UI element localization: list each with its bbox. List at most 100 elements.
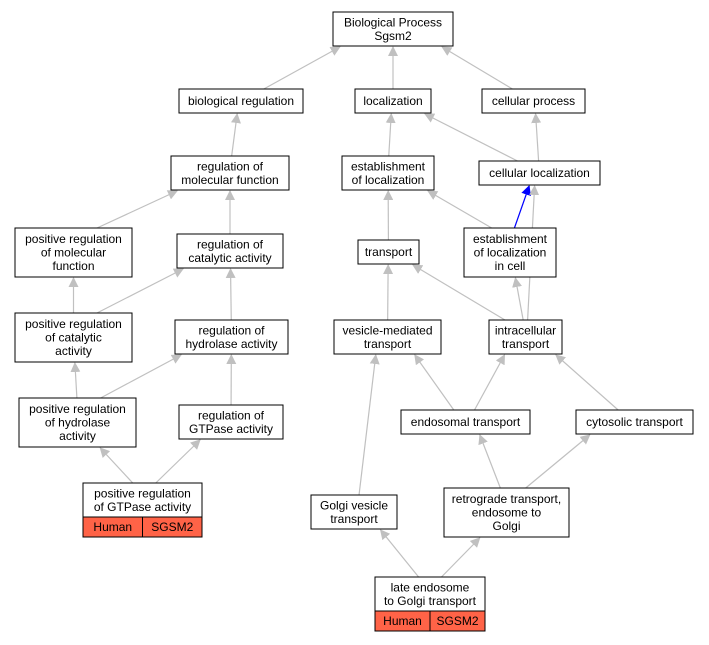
node-box (575, 409, 694, 435)
node-endo[interactable]: endosomal transport (400, 409, 531, 435)
node-box (443, 487, 570, 538)
edge-estloc-to-loc (385, 113, 396, 157)
annotation-cell (142, 516, 203, 538)
edge-posregcat-to-regcat (96, 268, 184, 314)
node-box (174, 319, 289, 355)
node-label-line: Biological Process (344, 15, 442, 29)
node-label-line: transport (502, 337, 550, 351)
node-box (481, 88, 586, 114)
node-loc[interactable]: localization (354, 88, 432, 114)
node-label-line: positive regulation (25, 317, 122, 331)
node-cyto[interactable]: cytosolic transport (575, 409, 694, 435)
edge-reghyd-to-regcat (225, 268, 236, 321)
edge-intracell-to-transport (412, 264, 506, 321)
edge-posreggtp-to-posreghyd (99, 447, 134, 484)
node-box (488, 319, 563, 355)
node-box (14, 312, 133, 363)
edge-estlocincell-to-estloc (427, 190, 493, 229)
node-label-line: transport (364, 337, 412, 351)
node-box (332, 11, 454, 47)
annotation-gene: SGSM2 (151, 520, 193, 534)
node-label-line: regulation of (197, 159, 264, 173)
edge-cellproc-to-bp (441, 46, 513, 90)
node-label-line: of GTPase activity (94, 500, 191, 514)
edge-cellloc-to-loc (424, 113, 518, 162)
edge-posreghyd-to-posregcat (70, 362, 81, 399)
edge-posregmol-to-regmol (96, 190, 178, 229)
node-label-line: hydrolase activity (185, 337, 277, 351)
edges-layer (68, 46, 619, 578)
node-box (176, 233, 284, 269)
node-label-line: cytosolic transport (586, 415, 683, 429)
node-box (333, 319, 442, 355)
node-label-line: regulation of (198, 408, 265, 422)
node-cellproc[interactable]: cellular process (481, 88, 586, 114)
edge-posreghyd-to-reghyd (100, 354, 182, 399)
node-label-line: endosome to (472, 506, 542, 520)
node-label-line: regulation of (198, 323, 265, 337)
annotation-gene: SGSM2 (436, 614, 478, 628)
node-bioreg[interactable]: biological regulation (178, 88, 304, 114)
node-label-line: intracellular (495, 323, 556, 337)
edge-endo-to-intracell (473, 354, 506, 411)
node-label-line: Golgi vesicle (320, 498, 388, 512)
edge-lateendo-to-retro (441, 537, 481, 578)
edge-retro-to-cyto (525, 434, 591, 489)
node-label-line: positive regulation (25, 232, 122, 246)
node-box (354, 88, 432, 114)
node-label-line: activity (59, 429, 96, 443)
node-label-line: establishment (351, 159, 426, 173)
annotation-species: Human (383, 614, 422, 628)
node-label-line: late endosome (391, 580, 470, 594)
node-cellloc[interactable]: cellular localization (478, 160, 601, 186)
node-box (170, 155, 290, 191)
node-box (463, 227, 557, 278)
node-box (178, 404, 284, 440)
edge-cyto-to-intracell (555, 354, 619, 411)
node-label-line: cellular localization (489, 166, 590, 180)
node-box (14, 227, 133, 278)
node-label-line: to Golgi transport (384, 594, 477, 608)
node-label-line: localization (363, 94, 422, 108)
node-label-line: GTPase activity (189, 422, 273, 436)
node-label-line: function (52, 259, 94, 273)
node-label-line: cellular process (492, 94, 575, 108)
edge-intracell-to-estlocincell (512, 277, 524, 321)
edge-endo-to-vesmed (414, 354, 455, 411)
edge-cellloc-to-cellproc (531, 113, 542, 162)
edge-lateendo-to-golgives (379, 529, 420, 578)
node-box (310, 494, 398, 530)
node-label-line: positive regulation (29, 402, 126, 416)
node-label-line: of molecular (41, 246, 106, 260)
node-label-line: of localization (474, 246, 547, 260)
node-box (178, 88, 304, 114)
node-transport[interactable]: transport (357, 239, 420, 265)
node-label-line: Sgsm2 (374, 29, 412, 43)
node-box (357, 239, 420, 265)
node-label-line: catalytic activity (188, 251, 271, 265)
node-label-line: regulation of (197, 237, 264, 251)
node-label-line: in cell (495, 259, 526, 273)
node-label-line: of hydrolase (45, 416, 111, 430)
edge-bioreg-to-bp (263, 46, 341, 90)
edge-vesmed-to-transport (383, 264, 394, 321)
node-label-line: molecular function (181, 173, 278, 187)
